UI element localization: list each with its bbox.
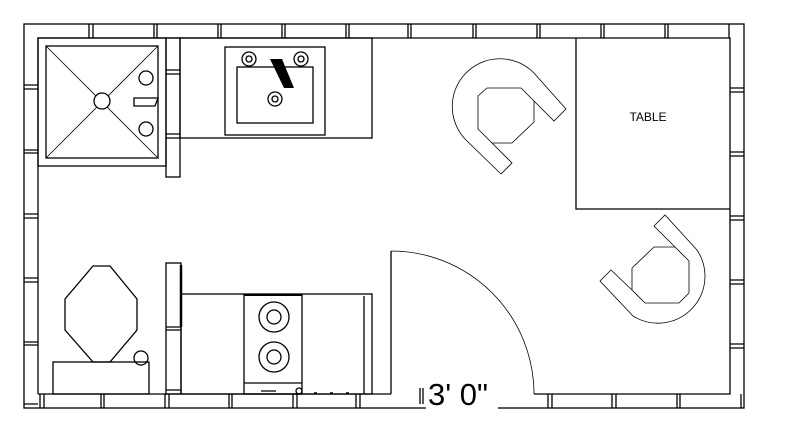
shower (37, 37, 167, 167)
faucet-icon (270, 59, 294, 88)
door[interactable] (390, 250, 535, 404)
chair-bottom (599, 214, 706, 324)
inner-wall-line (37, 37, 731, 395)
outer-wall (23, 23, 745, 409)
drain-icon (93, 92, 111, 110)
toilet (52, 265, 150, 395)
chair-top (451, 58, 567, 175)
table: TABLE (575, 38, 730, 210)
toilet-flush-icon (133, 350, 149, 366)
partition-wall-lower (165, 262, 183, 395)
toilet-bowl (64, 265, 138, 363)
sink-basin (236, 66, 314, 124)
stove (243, 294, 303, 395)
partition-wall-upper (165, 37, 181, 178)
toilet-tank (52, 361, 150, 395)
bathroom-vanity (179, 37, 373, 139)
exterior-walls (23, 23, 745, 409)
sink (224, 46, 326, 136)
burner-icon (258, 341, 290, 373)
shower-valve-icon (138, 70, 154, 86)
shower-valve-icon (138, 121, 154, 137)
kitchen-counter (180, 293, 373, 395)
door-swing-arc (390, 250, 535, 395)
wall-segment-joints (24, 24, 744, 408)
table-label: TABLE (629, 110, 666, 124)
burner-icon (258, 301, 290, 333)
door-dimension-label: 3' 0" (428, 377, 488, 412)
shower-handle-icon (133, 97, 159, 107)
